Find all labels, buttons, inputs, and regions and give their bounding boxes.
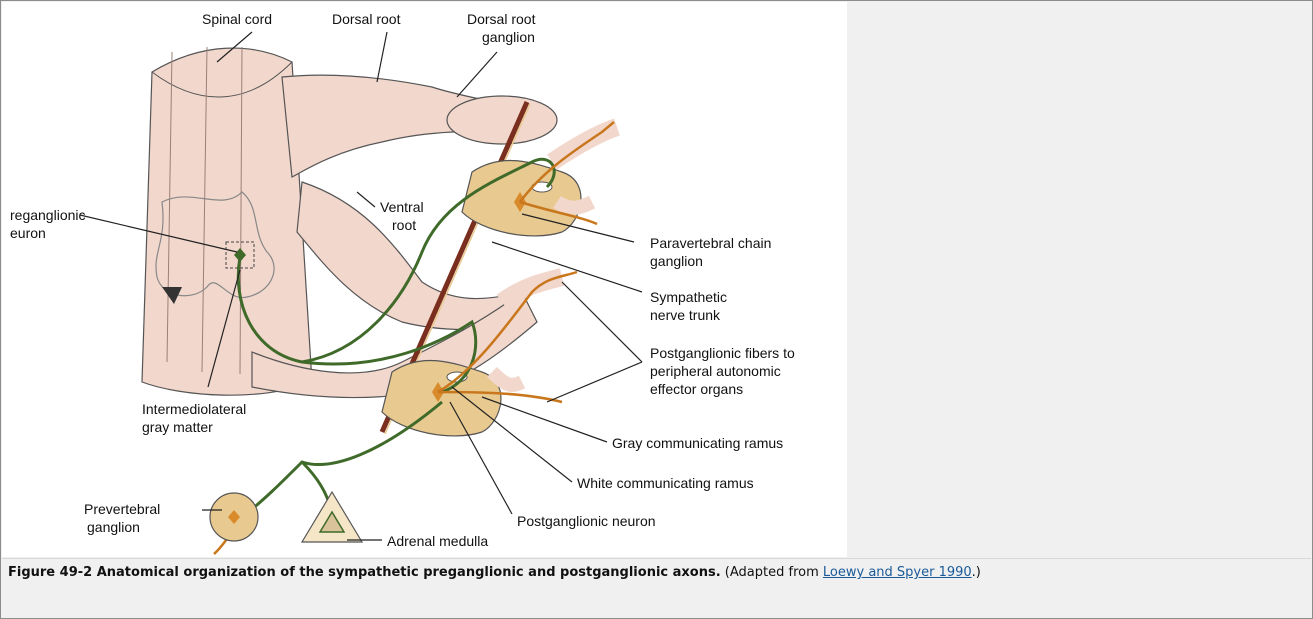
label-intermediolateral-2: gray matter xyxy=(142,419,213,435)
label-dorsal-root-ganglion-2: ganglion xyxy=(482,29,535,45)
caption-suffix: .) xyxy=(972,565,981,580)
label-ventral-root-1: Ventral xyxy=(380,199,424,215)
label-dorsal-root: Dorsal root xyxy=(332,11,401,27)
label-prevertebral-1: Prevertebral xyxy=(84,501,160,517)
label-white-ramus: White communicating ramus xyxy=(577,475,754,491)
label-ventral-root-2: root xyxy=(392,217,416,233)
label-paravertebral-1: Paravertebral chain xyxy=(650,235,771,251)
label-paravertebral-2: ganglion xyxy=(650,253,703,269)
caption-title: Figure 49-2 Anatomical organization of t… xyxy=(8,565,721,580)
label-postganglionic-fibers-2: peripheral autonomic xyxy=(650,363,781,379)
label-preganglionic-neuron-1: reganglionic xyxy=(10,207,86,223)
sympathetic-anatomy-diagram: Spinal cord Dorsal root Dorsal root gang… xyxy=(2,2,847,557)
label-postganglionic-fibers-1: Postganglionic fibers to xyxy=(650,345,795,361)
caption-prefix: (Adapted from xyxy=(721,565,823,580)
label-gray-ramus: Gray communicating ramus xyxy=(612,435,783,451)
citation-link[interactable]: Loewy and Spyer 1990 xyxy=(823,565,972,580)
label-spinal-cord: Spinal cord xyxy=(202,11,272,27)
label-postganglionic-fibers-3: effector organs xyxy=(650,381,743,397)
figure-image: Spinal cord Dorsal root Dorsal root gang… xyxy=(2,2,847,557)
label-adrenal-medulla: Adrenal medulla xyxy=(387,533,488,549)
label-intermediolateral-1: Intermediolateral xyxy=(142,401,246,417)
label-postganglionic-neuron: Postganglionic neuron xyxy=(517,513,656,529)
label-sympathetic-trunk-2: nerve trunk xyxy=(650,307,721,323)
caption-row: Figure 49-2 Anatomical organization of t… xyxy=(2,558,1311,618)
label-prevertebral-2: ganglion xyxy=(87,519,140,535)
label-preganglionic-neuron-2: euron xyxy=(10,225,46,241)
label-sympathetic-trunk-1: Sympathetic xyxy=(650,289,727,305)
label-dorsal-root-ganglion-1: Dorsal root xyxy=(467,11,536,27)
figure-caption: Figure 49-2 Anatomical organization of t… xyxy=(8,565,981,580)
